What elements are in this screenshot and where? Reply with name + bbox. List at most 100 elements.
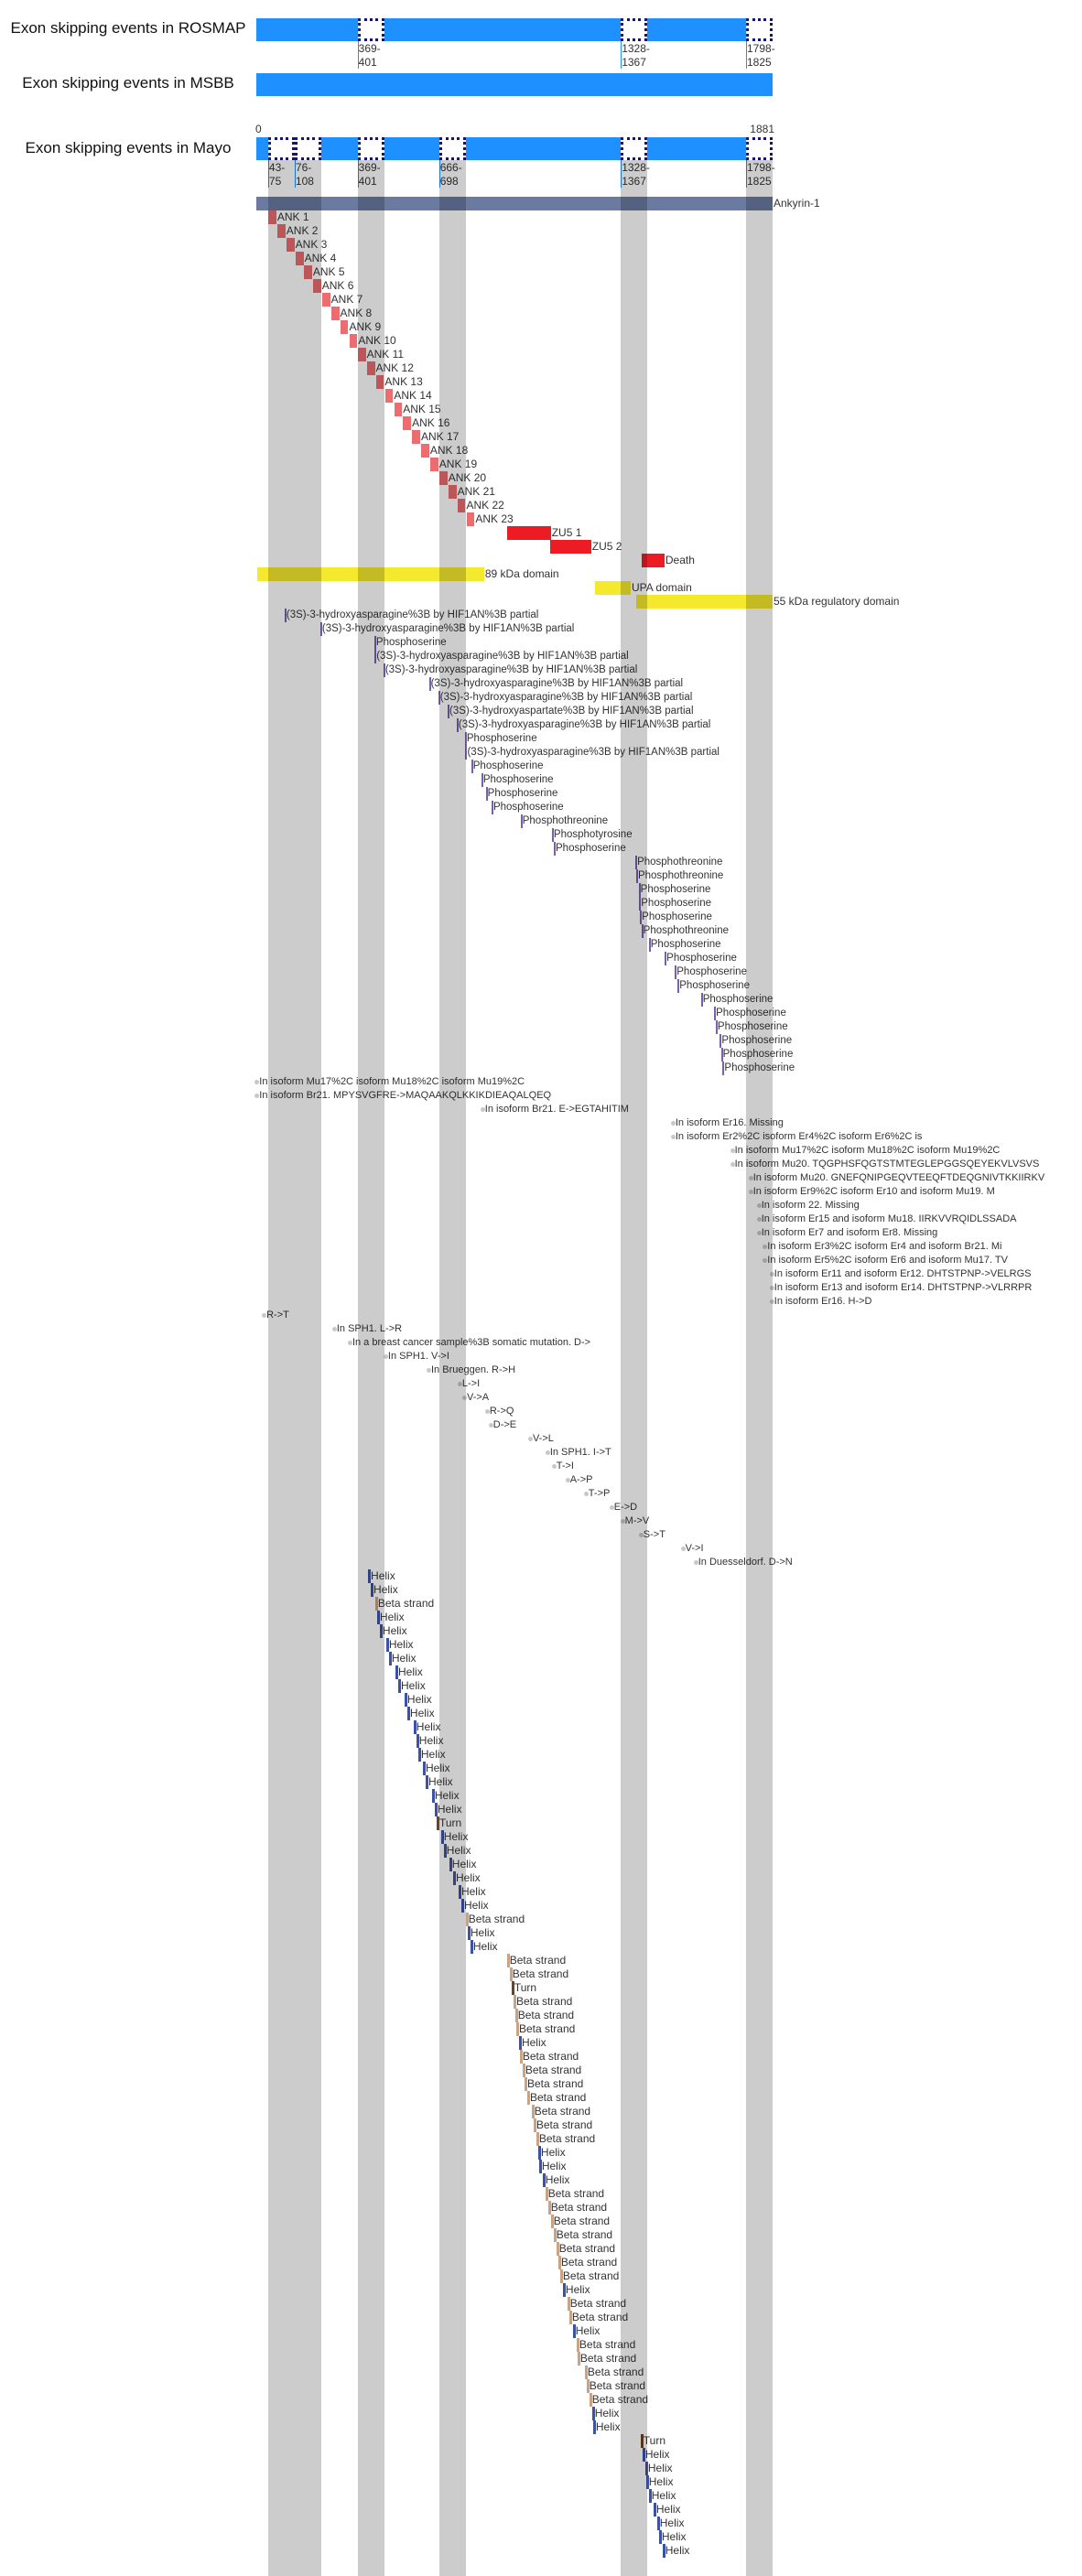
modified-residue-marker[interactable]: [464, 732, 467, 746]
helix-bar[interactable]: [398, 1679, 402, 1693]
isoform-marker[interactable]: [748, 1176, 753, 1180]
variant-marker[interactable]: [457, 1382, 462, 1386]
strand-bar[interactable]: [514, 2009, 518, 2022]
variant-marker[interactable]: [461, 1396, 467, 1400]
modified-residue-marker[interactable]: [640, 911, 643, 924]
variant-marker[interactable]: [551, 1464, 557, 1469]
isoform-marker[interactable]: [730, 1162, 735, 1167]
strand-bar[interactable]: [526, 2091, 530, 2105]
strand-bar[interactable]: [559, 2269, 563, 2283]
repeat-bar[interactable]: [448, 485, 457, 499]
helix-bar[interactable]: [388, 1652, 392, 1665]
modified-residue-marker[interactable]: [720, 1048, 723, 1062]
domain-bar[interactable]: [641, 554, 665, 567]
helix-bar[interactable]: [379, 1624, 383, 1638]
helix-bar[interactable]: [440, 1830, 444, 1844]
repeat-bar[interactable]: [466, 512, 475, 526]
exon-skip-box[interactable]: [746, 18, 773, 41]
exon-skip-box[interactable]: [621, 137, 648, 160]
repeat-bar[interactable]: [357, 348, 366, 361]
strand-bar[interactable]: [586, 2379, 590, 2393]
helix-bar[interactable]: [572, 2324, 576, 2338]
modified-residue-marker[interactable]: [722, 1062, 725, 1075]
helix-bar[interactable]: [518, 2036, 522, 2050]
variant-marker[interactable]: [262, 1313, 267, 1318]
exon-skip-box[interactable]: [267, 137, 295, 160]
helix-bar[interactable]: [592, 2420, 596, 2434]
turn-bar[interactable]: [640, 2434, 644, 2448]
modified-residue-marker[interactable]: [635, 856, 638, 869]
modified-residue-marker[interactable]: [284, 609, 287, 622]
repeat-bar[interactable]: [430, 458, 438, 471]
strand-bar[interactable]: [519, 2050, 523, 2064]
strand-bar[interactable]: [568, 2311, 572, 2324]
variant-marker[interactable]: [620, 1519, 625, 1524]
repeat-bar[interactable]: [330, 307, 340, 320]
variant-marker[interactable]: [693, 1560, 698, 1565]
helix-bar[interactable]: [371, 1583, 374, 1597]
helix-bar[interactable]: [452, 1871, 456, 1885]
modified-residue-marker[interactable]: [373, 636, 376, 650]
variant-marker[interactable]: [545, 1450, 550, 1455]
variant-marker[interactable]: [583, 1492, 589, 1496]
repeat-bar[interactable]: [457, 499, 466, 512]
turn-bar[interactable]: [511, 1981, 514, 1995]
helix-bar[interactable]: [404, 1693, 407, 1707]
variant-marker[interactable]: [609, 1505, 614, 1510]
modified-residue-marker[interactable]: [383, 663, 385, 677]
helix-bar[interactable]: [542, 2173, 546, 2187]
strand-bar[interactable]: [515, 2022, 519, 2036]
helix-bar[interactable]: [413, 1720, 417, 1734]
region-bar[interactable]: [256, 567, 484, 581]
strand-bar[interactable]: [533, 2118, 536, 2132]
repeat-bar[interactable]: [304, 265, 312, 279]
helix-bar[interactable]: [562, 2283, 566, 2297]
modified-residue-marker[interactable]: [485, 787, 488, 801]
modified-residue-marker[interactable]: [720, 1034, 722, 1048]
modified-residue-marker[interactable]: [648, 938, 651, 952]
modified-residue-marker[interactable]: [551, 828, 554, 842]
isoform-marker[interactable]: [756, 1217, 762, 1222]
helix-bar[interactable]: [385, 1638, 389, 1652]
repeat-bar[interactable]: [421, 444, 429, 458]
repeat-bar[interactable]: [438, 471, 448, 485]
variant-marker[interactable]: [680, 1547, 686, 1551]
strand-bar[interactable]: [550, 2215, 554, 2228]
variant-marker[interactable]: [427, 1368, 431, 1373]
strand-bar[interactable]: [547, 2201, 551, 2215]
helix-bar[interactable]: [449, 1858, 452, 1871]
helix-bar[interactable]: [423, 1762, 426, 1775]
strand-bar[interactable]: [557, 2256, 561, 2269]
domain-bar[interactable]: [549, 540, 591, 554]
repeat-bar[interactable]: [384, 389, 394, 403]
repeat-bar[interactable]: [295, 252, 304, 265]
helix-bar[interactable]: [656, 2517, 660, 2530]
variant-marker[interactable]: [527, 1437, 533, 1441]
repeat-bar[interactable]: [366, 361, 375, 375]
isoform-marker[interactable]: [763, 1245, 768, 1249]
strand-bar[interactable]: [506, 1954, 510, 1967]
chain-bar[interactable]: [256, 197, 773, 210]
strand-bar[interactable]: [545, 2187, 548, 2201]
strand-bar[interactable]: [513, 1995, 516, 2009]
isoform-marker[interactable]: [254, 1094, 260, 1098]
helix-bar[interactable]: [395, 1665, 399, 1679]
helix-bar[interactable]: [467, 1926, 471, 1940]
modified-residue-marker[interactable]: [638, 883, 641, 897]
isoform-marker[interactable]: [769, 1272, 774, 1277]
isoform-marker[interactable]: [254, 1080, 260, 1084]
helix-bar[interactable]: [431, 1789, 435, 1803]
strand-bar[interactable]: [577, 2352, 580, 2366]
strand-bar[interactable]: [567, 2297, 570, 2311]
modified-residue-marker[interactable]: [639, 897, 642, 911]
modified-residue-marker[interactable]: [481, 773, 483, 787]
modified-residue-marker[interactable]: [714, 1007, 717, 1020]
isoform-marker[interactable]: [480, 1107, 485, 1112]
isoform-marker[interactable]: [670, 1121, 676, 1126]
helix-bar[interactable]: [443, 1844, 447, 1858]
helix-bar[interactable]: [642, 2448, 645, 2462]
variant-marker[interactable]: [347, 1341, 352, 1345]
strand-bar[interactable]: [556, 2242, 559, 2256]
modified-residue-marker[interactable]: [428, 677, 431, 691]
helix-bar[interactable]: [662, 2544, 665, 2558]
